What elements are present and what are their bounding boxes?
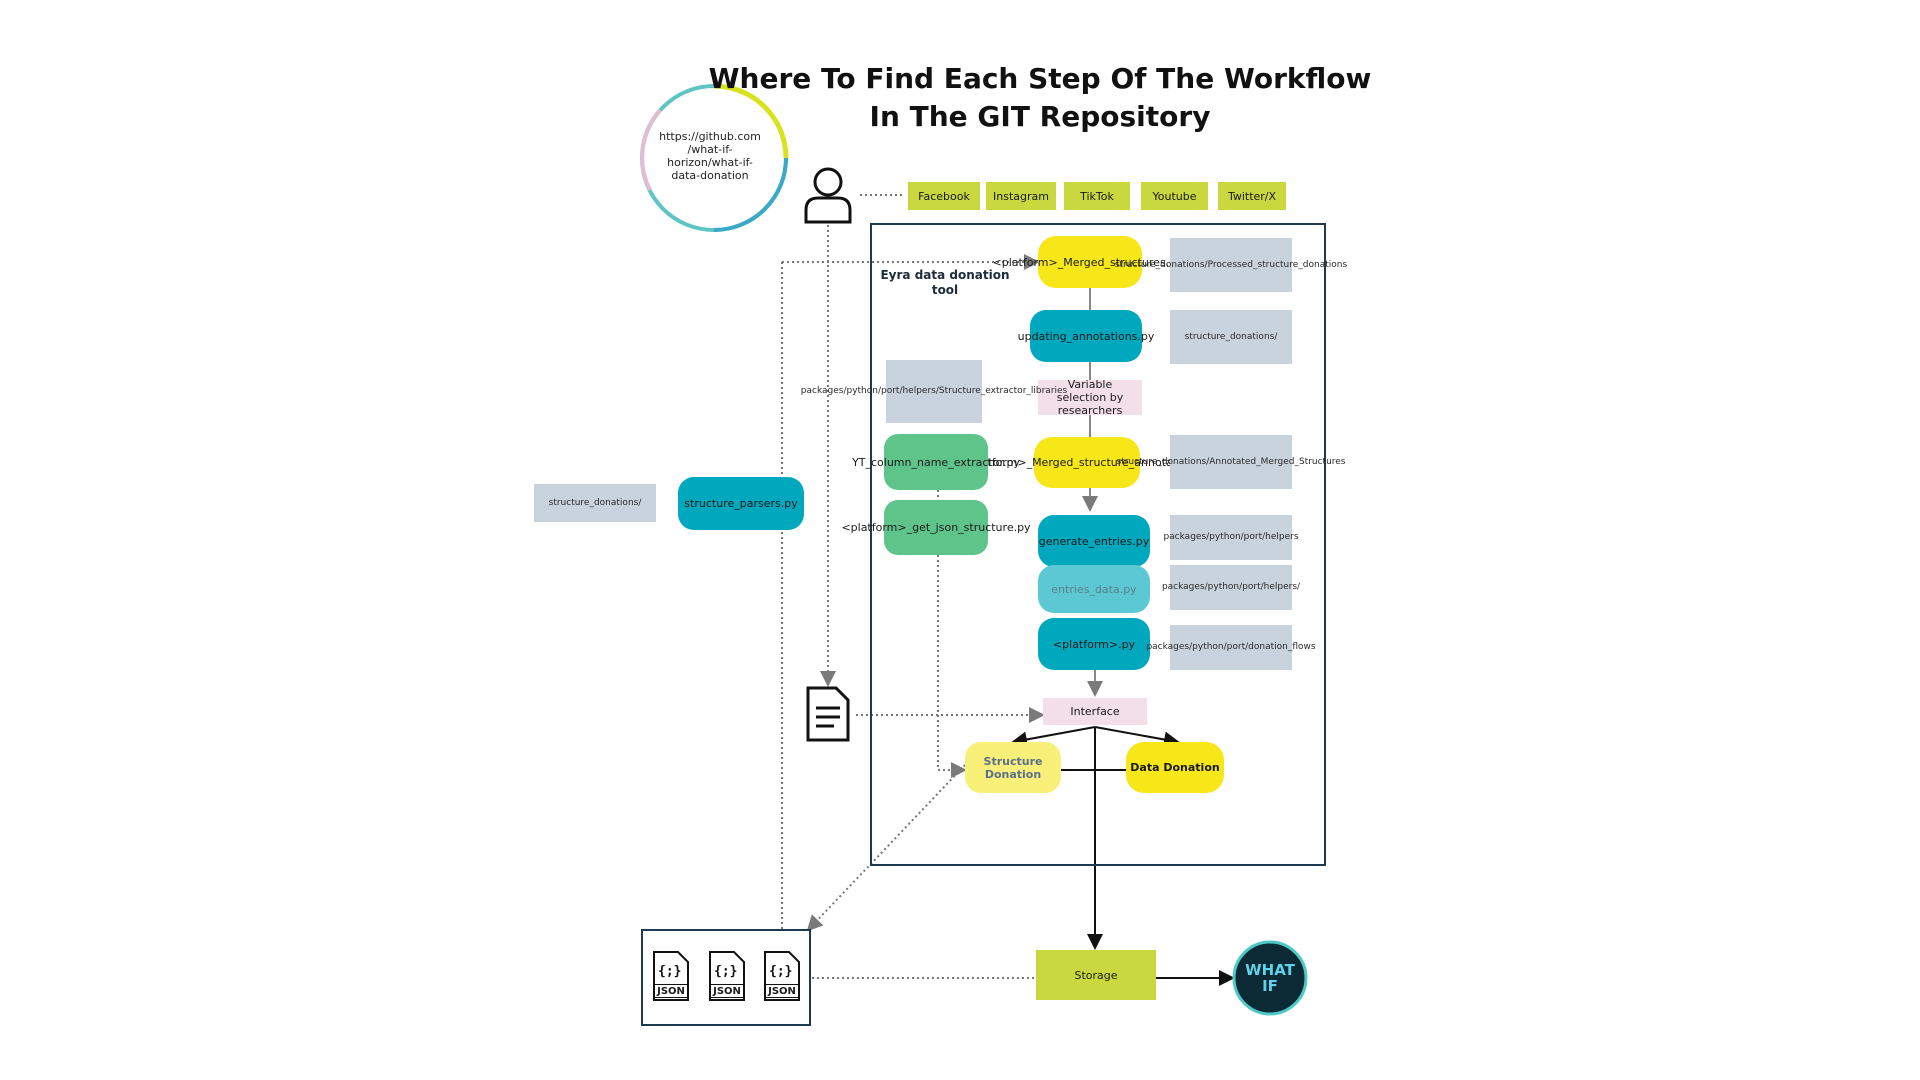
data-donation-node: Data Donation: [1126, 742, 1224, 793]
entries-data-node: entries_data.py: [1038, 565, 1150, 613]
yt-column-extractor-node: YT_column_name_extractor.py: [852, 434, 1020, 490]
page-title: Where To Find Each Step Of The Workflow …: [708, 62, 1372, 133]
what-if-logo-icon: [1232, 940, 1308, 1016]
platform-tiktok: TikTok: [1064, 182, 1130, 210]
what-if-logo-text: WHAT IF: [1245, 961, 1295, 995]
helpers-path-1: packages/python/port/helpers: [1163, 515, 1299, 560]
structure-donation-node: Structure Donation: [965, 742, 1061, 793]
platform-facebook: Facebook: [908, 182, 980, 210]
variable-selection-node: Variable selection by researchers: [1038, 378, 1142, 417]
interface-node: Interface: [1043, 698, 1147, 725]
structure-parsers-node: structure_parsers.py: [678, 477, 804, 530]
svg-text:{;}: {;}: [658, 964, 681, 979]
json-label-1: JSON: [654, 984, 688, 998]
json-label-2: JSON: [710, 984, 744, 998]
left-structure-path: structure_donations/: [534, 484, 656, 522]
platform-instagram: Instagram: [986, 182, 1056, 210]
platform-py-node: <platform>.py: [1038, 618, 1150, 670]
repo-url[interactable]: https://github.com /what-if- horizon/wha…: [659, 130, 761, 182]
extractor-libraries-path: packages/python/port/helpers/Structure_e…: [801, 360, 1067, 423]
generate-entries-node: generate_entries.py: [1038, 515, 1150, 567]
person-icon: [804, 167, 852, 224]
get-json-structure-node: <platform>_get_json_structure.py: [841, 500, 1031, 555]
processed-path: structure_donations/Processed_structure_…: [1115, 238, 1347, 292]
json-files-frame: [641, 929, 811, 1026]
platform-youtube: Youtube: [1141, 182, 1208, 210]
structure-donations-path: structure_donations/: [1170, 310, 1292, 364]
updating-annotations-node: updating_annotations.py: [1018, 310, 1154, 362]
donation-flows-path: packages/python/port/donation_flows: [1146, 625, 1316, 670]
storage-node: Storage: [1036, 950, 1156, 1000]
repo-ring-icon: [640, 83, 789, 232]
platform-twitter: Twitter/X: [1218, 182, 1286, 210]
tool-label: Eyra data donation tool: [880, 268, 1010, 297]
merged-structures-node: <platform>_Merged_structures.csv: [993, 236, 1187, 288]
eyra-tool-frame: [870, 223, 1326, 866]
annotated-path: structure_donations/Annotated_Merged_Str…: [1117, 435, 1346, 489]
helpers-path-2: packages/python/port/helpers/: [1162, 565, 1300, 610]
svg-text:{;}: {;}: [769, 964, 792, 979]
json-label-3: JSON: [765, 984, 799, 998]
document-icon: [806, 686, 850, 742]
svg-text:{;}: {;}: [714, 964, 737, 979]
